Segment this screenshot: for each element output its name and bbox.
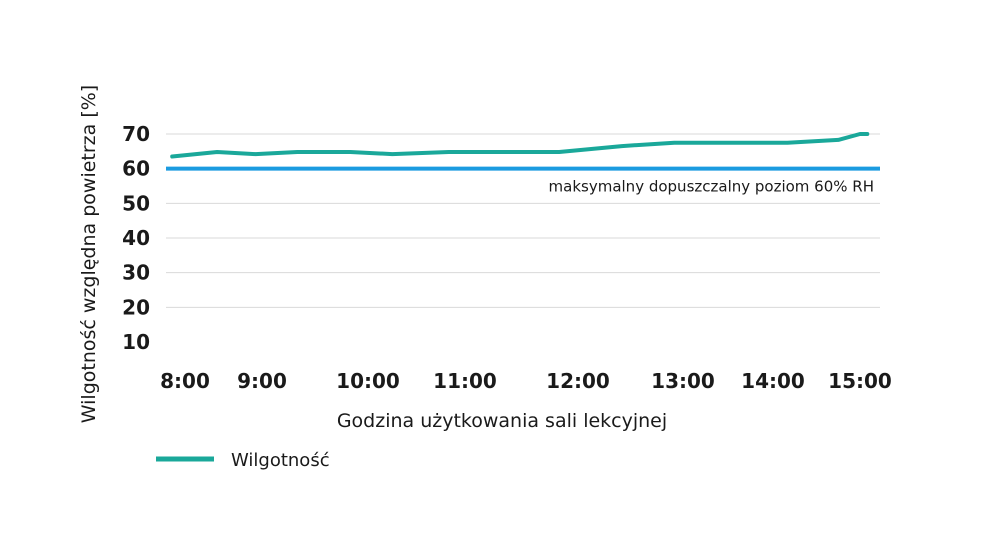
x-tick-label: 14:00 [741, 369, 805, 393]
y-tick-label: 40 [122, 226, 150, 250]
x-tick-label: 9:00 [237, 369, 287, 393]
y-tick-label: 10 [122, 330, 150, 354]
x-axis-label: Godzina użytkowania sali lekcyjnej [337, 410, 667, 432]
y-axis-label: Wilgotność względna powietrza [%] [78, 85, 100, 423]
x-tick-label: 11:00 [433, 369, 497, 393]
x-tick-label: 12:00 [546, 369, 610, 393]
y-tick-label: 60 [122, 157, 150, 181]
threshold-label: maksymalny dopuszczalny poziom 60% RH [549, 178, 874, 196]
legend: Wilgotność [156, 450, 330, 471]
x-tick-label: 13:00 [651, 369, 715, 393]
y-tick-label: 20 [122, 295, 150, 319]
y-tick-label: 70 [122, 122, 150, 146]
y-tick-label: 50 [122, 191, 150, 215]
y-axis-ticks: 10 20 30 40 50 60 70 [122, 122, 150, 354]
x-tick-label: 15:00 [828, 369, 892, 393]
legend-label: Wilgotność [231, 450, 330, 471]
series-line-wilgotnosc [170, 132, 870, 159]
x-tick-label: 8:00 [160, 369, 210, 393]
gridlines [166, 133, 880, 308]
x-tick-label: 10:00 [336, 369, 400, 393]
y-tick-label: 30 [122, 261, 150, 285]
x-axis-ticks: 8:00 9:00 10:00 11:00 12:00 13:00 14:00 15:00 [160, 369, 892, 393]
